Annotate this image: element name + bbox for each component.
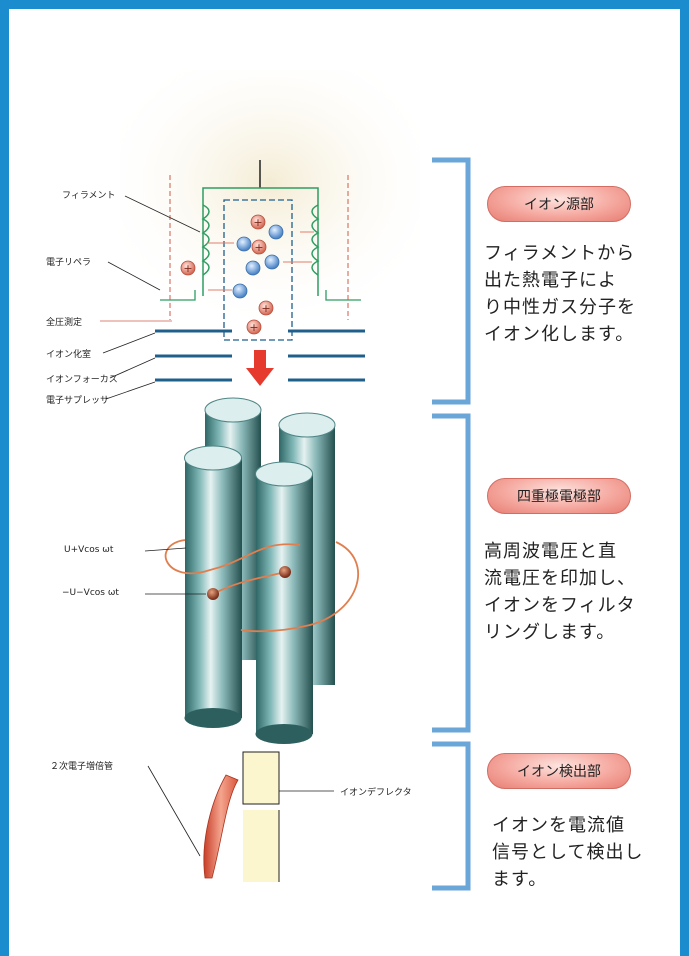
rod-front-left	[185, 458, 242, 718]
badge-quadrupole: 四重極電極部	[487, 478, 631, 514]
leader-line	[144, 547, 187, 552]
svg-text:+: +	[249, 321, 258, 334]
label-voltage-minus: −U−Vcos ωt	[62, 588, 119, 598]
leader-line	[124, 195, 201, 233]
svg-text:+: +	[183, 262, 192, 275]
label-ionization-chamber: イオン化室	[46, 350, 92, 360]
desc-line: 流電圧を印加し、	[484, 568, 636, 589]
desc-line: リングします。	[484, 622, 616, 643]
leader-line	[105, 381, 156, 400]
desc-line: フィラメントから	[484, 243, 636, 264]
desc-line: ます。	[492, 869, 548, 890]
desc-line: イオンを電流値	[492, 815, 625, 836]
ion-trajectory	[241, 541, 360, 633]
positive-ion: +	[246, 319, 262, 335]
label-voltage-plus: U+Vcos ωt	[64, 545, 114, 555]
label-electron-suppressor: 電子サプレッサ	[46, 396, 110, 406]
ion-trajectory	[212, 571, 286, 595]
filtered-ion	[279, 566, 291, 578]
positive-ion: +	[180, 260, 196, 276]
electron	[268, 224, 284, 240]
rod-top	[184, 445, 242, 471]
rod-bottom	[255, 724, 313, 744]
leader-line	[109, 357, 156, 379]
repeller-edge-left	[160, 290, 196, 301]
ionization-region	[223, 199, 293, 341]
label-filament: フィラメント	[62, 191, 116, 201]
rod-front-right	[256, 474, 313, 734]
filament-housing	[202, 187, 319, 296]
svg-text:+: +	[254, 241, 263, 254]
desc-detector: イオンを電流値 信号として検出し ます。	[492, 812, 643, 893]
leader-line	[107, 261, 161, 291]
filtered-ion	[207, 588, 219, 600]
badge-detector: イオン検出部	[487, 753, 631, 789]
rod-bottom	[184, 708, 242, 728]
leader-line	[102, 332, 156, 354]
electron-multiplier	[203, 774, 239, 879]
filament-coil-right	[311, 204, 320, 276]
bracket-ion-source	[432, 157, 471, 405]
label-repeller: 電子リペラ	[46, 258, 92, 268]
ion-deflector-lower	[243, 810, 279, 882]
quadrupole-rods	[184, 397, 336, 744]
badge-ion-source: イオン源部	[487, 186, 631, 222]
label-deflector: イオンデフレクタ	[340, 788, 412, 798]
label-multiplier: ２次電子増倍管	[50, 762, 114, 772]
label-ion-focus: イオンフォーカス	[46, 375, 118, 385]
source-glow	[120, 70, 420, 320]
electron	[236, 236, 252, 252]
desc-line: イオンをフィルタ	[484, 595, 636, 616]
electron	[232, 283, 248, 299]
bracket-quadrupole	[432, 413, 471, 733]
electron	[245, 260, 261, 276]
bracket-detector	[432, 741, 471, 891]
svg-text:+: +	[253, 216, 262, 229]
positive-ion: +	[258, 300, 274, 316]
desc-quadrupole: 高周波電圧と直 流電圧を印加し、 イオンをフィルタ リングします。	[484, 538, 636, 646]
repeller-edge-right	[325, 290, 361, 301]
positive-ion: +	[250, 214, 266, 230]
rod-top	[278, 412, 336, 438]
ion-trajectory	[164, 539, 301, 575]
filament-coil-left	[201, 204, 210, 276]
down-arrow-icon	[246, 350, 274, 386]
electron	[264, 254, 280, 270]
rod-top	[255, 461, 313, 487]
label-total-pressure: 全圧測定	[46, 318, 83, 328]
desc-line: 出た熱電子によ	[484, 270, 617, 291]
desc-line: 高周波電圧と直	[484, 541, 617, 562]
desc-line: イオン化します。	[484, 324, 635, 345]
leader-line	[147, 765, 201, 857]
desc-ion-source: フィラメントから 出た熱電子によ り中性ガス分子を イオン化します。	[484, 240, 636, 348]
positive-ion: +	[251, 239, 267, 255]
rod-top	[204, 397, 262, 423]
desc-line: 信号として検出し	[492, 842, 644, 863]
svg-text:+: +	[261, 302, 270, 315]
ion-deflector-upper	[242, 751, 280, 805]
desc-line: り中性ガス分子を	[484, 297, 636, 318]
